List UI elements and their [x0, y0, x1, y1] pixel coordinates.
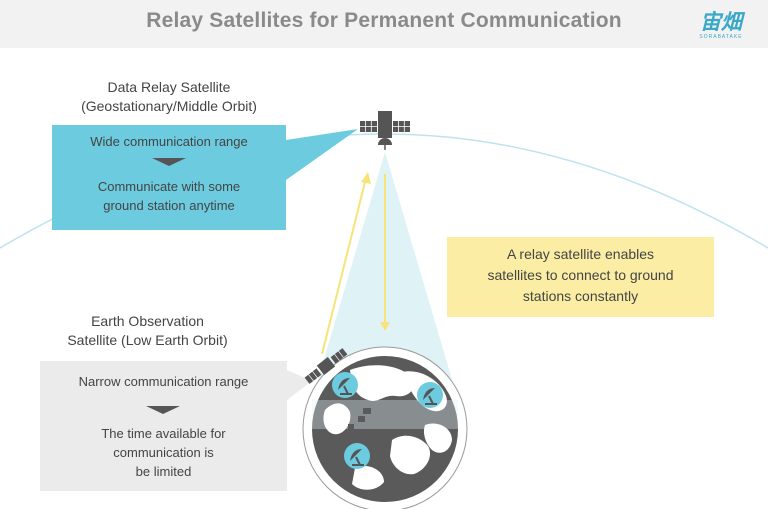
down-arrow-icon [152, 158, 186, 166]
blue-callout-pointer [286, 129, 358, 180]
note-line: satellites to connect to ground [487, 267, 674, 283]
observation-satellite-heading: Earth Observation Satellite (Low Earth O… [30, 312, 265, 350]
observation-heading-line: Earth Observation [91, 313, 204, 329]
relay-uplink-arrow [321, 172, 371, 355]
blue-callout-box [52, 125, 286, 230]
relay-callout-line: ground station anytime [103, 198, 235, 213]
relay-satellite-heading: Data Relay Satellite (Geostationary/Midd… [52, 78, 286, 116]
observation-callout-line: communication is [113, 445, 214, 460]
observation-heading-line: Satellite (Low Earth Orbit) [67, 332, 228, 348]
relay-callout-range: Wide communication range [90, 134, 248, 149]
relay-heading-line: (Geostationary/Middle Orbit) [81, 98, 257, 114]
observation-callout-line: The time available for [101, 426, 226, 441]
relay-callout-line: Communicate with some [97, 179, 241, 194]
page-title: Relay Satellites for Permanent Communica… [146, 9, 622, 32]
relay-heading-line: Data Relay Satellite [107, 79, 231, 95]
observation-callout-line: be limited [135, 464, 192, 479]
observation-callout-detail: The time available for communication is … [40, 424, 287, 481]
relay-callout-detail: Communicate with some ground station any… [52, 177, 286, 215]
observation-callout-range: Narrow communication range [78, 374, 249, 389]
note-text: A relay satellite enables satellites to … [447, 244, 714, 307]
relay-downlink-arrow [380, 174, 390, 331]
ground-station-icon [344, 443, 370, 469]
relay-satellite-icon [360, 111, 410, 150]
title-bar [0, 0, 768, 48]
ground-station-icon [417, 382, 443, 408]
gray-callout-box [40, 361, 287, 491]
down-arrow-icon [146, 406, 180, 414]
logo-text: 宙畑 [700, 11, 742, 34]
logo-subtext: SORABATAKE [699, 34, 743, 40]
gray-callout-pointer [287, 370, 312, 400]
logo: 宙畑 SORABATAKE [690, 6, 752, 42]
ground-station-icon [332, 372, 358, 398]
note-line: stations constantly [522, 288, 639, 304]
note-line: A relay satellite enables [506, 246, 655, 262]
observation-satellite-icon [304, 348, 348, 384]
earth [312, 356, 458, 502]
note-box [447, 237, 714, 317]
